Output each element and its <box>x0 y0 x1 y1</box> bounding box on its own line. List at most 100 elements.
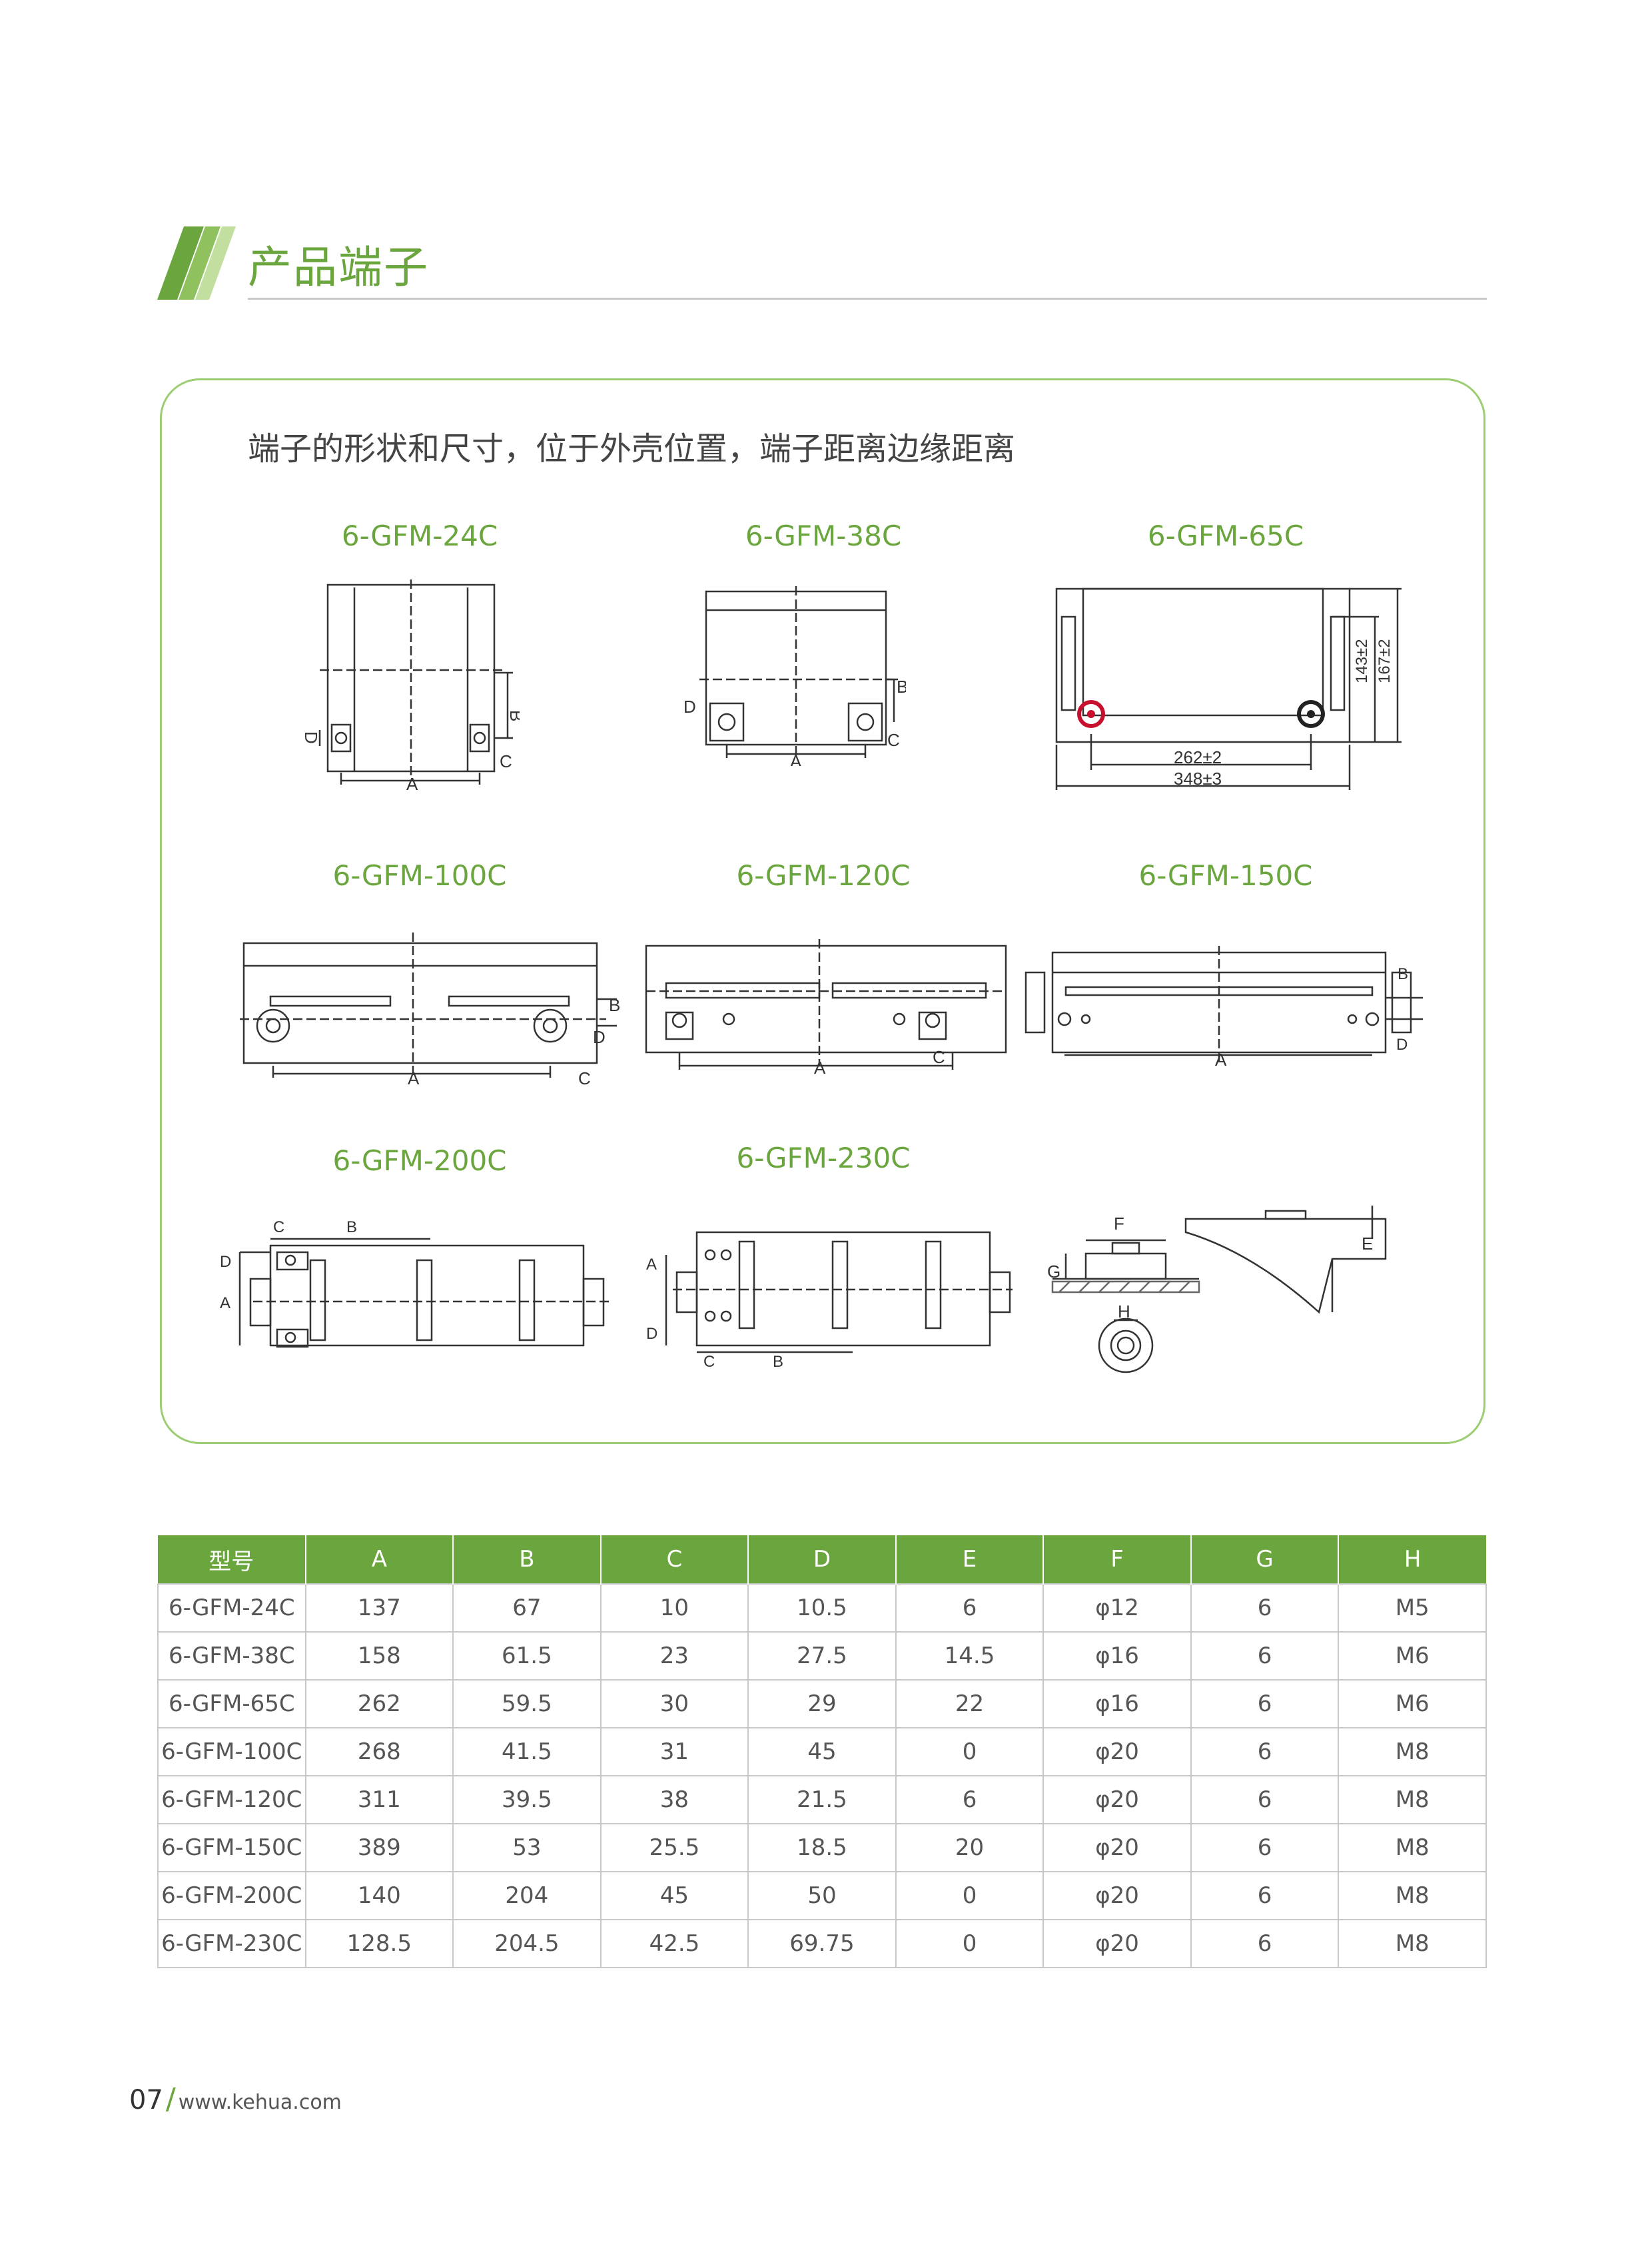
value-cell: 204 <box>452 1871 602 1920</box>
svg-text:B: B <box>506 710 520 721</box>
model-cell: 6-GFM-24C <box>157 1583 306 1633</box>
value-cell: φ20 <box>1042 1871 1192 1920</box>
column-header: 型号 <box>158 1535 306 1584</box>
column-header: C <box>600 1535 749 1584</box>
value-cell: M8 <box>1338 1871 1487 1920</box>
svg-text:D: D <box>683 697 696 717</box>
svg-text:B: B <box>346 1218 357 1236</box>
svg-text:D: D <box>220 1253 231 1271</box>
value-cell: 10.5 <box>747 1583 897 1633</box>
model-cell: 6-GFM-65C <box>157 1679 306 1728</box>
value-cell: 6 <box>1190 1775 1340 1824</box>
model-cell: 6-GFM-230C <box>157 1919 306 1968</box>
value-cell: 21.5 <box>747 1775 897 1824</box>
svg-text:D: D <box>646 1325 657 1343</box>
model-label-38c: 6-GFM-38C <box>745 520 902 552</box>
svg-text:A: A <box>814 1058 826 1078</box>
value-cell: 311 <box>304 1775 454 1824</box>
svg-text:B: B <box>609 995 620 1015</box>
value-cell: 6 <box>895 1775 1044 1824</box>
svg-text:C: C <box>703 1353 715 1371</box>
model-cell: 6-GFM-38C <box>157 1631 306 1681</box>
model-label-100c: 6-GFM-100C <box>332 859 507 892</box>
svg-text:C: C <box>578 1068 591 1086</box>
svg-text:348±3: 348±3 <box>1174 769 1222 789</box>
svg-text:262±2: 262±2 <box>1174 747 1222 767</box>
page-footer: 07/www.kehua.com <box>129 2082 342 2116</box>
value-cell: 6 <box>1190 1679 1340 1728</box>
value-cell: 42.5 <box>600 1919 749 1968</box>
model-cell: 6-GFM-200C <box>157 1871 306 1920</box>
value-cell: 45 <box>600 1871 749 1920</box>
svg-text:G: G <box>1047 1262 1060 1282</box>
value-cell: 22 <box>895 1679 1044 1728</box>
diagram-24c: A B C D <box>293 573 520 793</box>
value-cell: M8 <box>1338 1775 1487 1824</box>
terminal-detail-diagram: F G H E <box>1039 1199 1399 1385</box>
column-header: B <box>453 1535 602 1584</box>
value-cell: 0 <box>895 1727 1044 1776</box>
intro-text: 端子的形状和尺寸，位于外壳位置，端子距离边缘距离 <box>248 430 1016 468</box>
value-cell: 45 <box>747 1727 897 1776</box>
svg-text:D: D <box>1396 1036 1408 1054</box>
value-cell: φ20 <box>1042 1823 1192 1872</box>
model-label-150c: 6-GFM-150C <box>1138 859 1313 892</box>
value-cell: 14.5 <box>895 1631 1044 1681</box>
value-cell: 204.5 <box>452 1919 602 1968</box>
model-cell: 6-GFM-150C <box>157 1823 306 1872</box>
value-cell: 6 <box>1190 1631 1340 1681</box>
column-header: D <box>748 1535 897 1584</box>
value-cell: 158 <box>304 1631 454 1681</box>
value-cell: 69.75 <box>747 1919 897 1968</box>
value-cell: 27.5 <box>747 1631 897 1681</box>
value-cell: 38 <box>600 1775 749 1824</box>
page-title: 产品端子 <box>248 242 429 293</box>
value-cell: 6 <box>1190 1727 1340 1776</box>
value-cell: 6 <box>1190 1823 1340 1872</box>
value-cell: 67 <box>452 1583 602 1633</box>
svg-text:B: B <box>1398 965 1408 983</box>
value-cell: 268 <box>304 1727 454 1776</box>
value-cell: φ20 <box>1042 1919 1192 1968</box>
diagram-200c: C B D A <box>213 1212 626 1379</box>
value-cell: 0 <box>895 1919 1044 1968</box>
value-cell: M6 <box>1338 1679 1487 1728</box>
svg-text:E: E <box>1362 1234 1373 1254</box>
value-cell: φ16 <box>1042 1631 1192 1681</box>
footer-slash: / <box>165 2082 176 2116</box>
value-cell: 41.5 <box>452 1727 602 1776</box>
value-cell: 39.5 <box>452 1775 602 1824</box>
column-header: H <box>1338 1535 1486 1584</box>
terminal-diagram-panel <box>160 378 1485 1444</box>
value-cell: 6 <box>895 1583 1044 1633</box>
value-cell: M8 <box>1338 1919 1487 1968</box>
diagram-65c: 262±2 348±3 143±2 167±2 <box>1046 577 1419 797</box>
svg-text:C: C <box>500 751 512 771</box>
value-cell: 6 <box>1190 1871 1340 1920</box>
value-cell: M8 <box>1338 1727 1487 1776</box>
value-cell: 0 <box>895 1871 1044 1920</box>
table-header-row: 型号 A B C D E F G H <box>158 1535 1486 1584</box>
footer-url: www.kehua.com <box>178 2091 342 2114</box>
page-number: 07 <box>129 2085 163 2115</box>
value-cell: 137 <box>304 1583 454 1633</box>
svg-text:D: D <box>593 1027 606 1047</box>
model-label-65c: 6-GFM-65C <box>1147 520 1304 552</box>
value-cell: 59.5 <box>452 1679 602 1728</box>
value-cell: φ12 <box>1042 1583 1192 1633</box>
model-label-230c: 6-GFM-230C <box>736 1142 911 1174</box>
model-cell: 6-GFM-120C <box>157 1775 306 1824</box>
value-cell: 20 <box>895 1823 1044 1872</box>
value-cell: M5 <box>1338 1583 1487 1633</box>
header-stripes-icon <box>157 226 236 300</box>
svg-text:B: B <box>897 677 906 697</box>
value-cell: 262 <box>304 1679 454 1728</box>
svg-text:F: F <box>1114 1214 1124 1234</box>
svg-text:D: D <box>301 731 321 744</box>
svg-text:B: B <box>773 1353 783 1371</box>
